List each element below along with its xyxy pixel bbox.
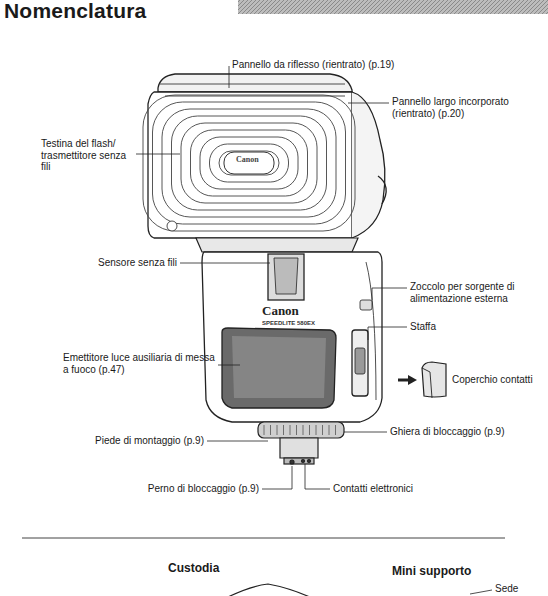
- wireless-sensor: [268, 254, 304, 300]
- part-label: Testina del flash/ trasmettitore senza f…: [41, 138, 133, 173]
- section-heading: Custodia: [168, 562, 219, 576]
- separator: [22, 538, 505, 539]
- part-label: Zoccolo per sorgente di alimentazione es…: [410, 281, 528, 304]
- part-label: Pannello largo incorporato (rientrato) (…: [392, 96, 532, 119]
- part-label: Pannello da riflesso (rientrato) (p.19): [232, 59, 394, 71]
- flash-neck: [196, 238, 358, 252]
- knurl-stroke: [329, 425, 330, 435]
- leader-lines: [136, 66, 407, 489]
- knurl-stroke: [303, 425, 304, 435]
- af-assist-emitter: [222, 328, 336, 408]
- knurl-stroke: [309, 425, 310, 435]
- knurl-stroke: [335, 425, 336, 435]
- part-label: Sede: [495, 583, 518, 595]
- part-label: Contatti elettronici: [333, 483, 413, 495]
- fresnel-ring: [210, 144, 289, 182]
- part-label: Sensore senza fili: [98, 257, 177, 269]
- fresnel-ring: [219, 151, 279, 175]
- fresnel-ring: [172, 116, 327, 210]
- part-label: Piede di montaggio (p.9): [95, 435, 204, 447]
- part-label: Emettitore luce ausiliaria di messa a fu…: [63, 352, 215, 375]
- knurl-stroke: [322, 425, 323, 435]
- mounting-foot: [258, 422, 344, 464]
- knurl-stroke: [290, 425, 291, 435]
- case-outline: [226, 584, 312, 596]
- fresnel-ring: [200, 137, 298, 189]
- fresnel-ring: [153, 102, 346, 224]
- fresnel-ring: [181, 123, 317, 203]
- fresnel-ring: [162, 109, 336, 217]
- header-bar: [238, 0, 548, 14]
- page-title: Nomenclatura: [4, 0, 146, 23]
- part-label: Staffa: [410, 321, 436, 333]
- contact-cover: [422, 362, 446, 397]
- brand-logo: Canon: [236, 155, 259, 164]
- knurl-stroke: [296, 425, 297, 435]
- flash-body: [202, 252, 382, 422]
- part-label: Coperchio contatti: [452, 374, 533, 386]
- section-heading: Mini supporto: [392, 565, 471, 579]
- knurl-stroke: [277, 425, 278, 435]
- flash-head: [143, 74, 386, 238]
- fresnel-ring: [143, 95, 355, 231]
- part-label: Ghiera di bloccaggio (p.9): [390, 426, 505, 438]
- brand-logo: Canon: [262, 304, 299, 319]
- knurl-stroke: [270, 425, 271, 435]
- knurl-stroke: [283, 425, 284, 435]
- knurl-stroke: [316, 425, 317, 435]
- part-label: Perno di bloccaggio (p.9): [148, 483, 259, 495]
- model-name: SPEEDLITE 580EX: [262, 320, 315, 327]
- fresnel-ring: [191, 130, 308, 196]
- power-socket: [360, 300, 372, 310]
- bracket: [352, 330, 368, 396]
- leader-line: [470, 590, 492, 594]
- knurl-stroke: [264, 425, 265, 435]
